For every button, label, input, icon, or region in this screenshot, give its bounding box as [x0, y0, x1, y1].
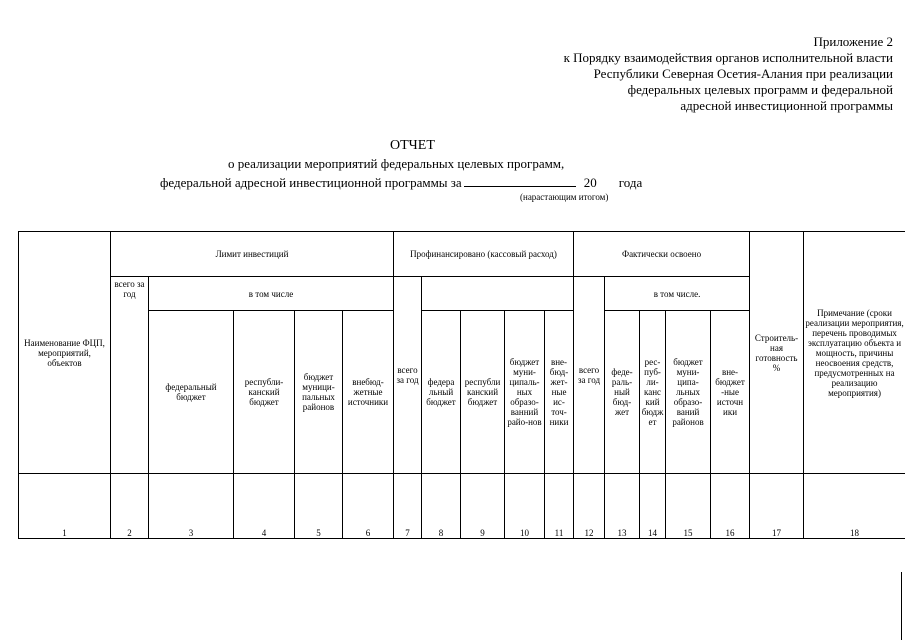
header-limit-fed: федеральный бюджет — [148, 310, 234, 474]
report-subtitle-line2: федеральной адресной инвестиционной прог… — [160, 174, 642, 191]
column-number: 18 — [803, 473, 905, 539]
header-act-rep: рес-пуб-ли-канс кий бюдж ет — [639, 310, 667, 474]
header-fin-ext: вне-бюд-жет-ные ис-точ-ники — [543, 310, 575, 474]
column-number: 9 — [460, 473, 505, 539]
header-name: Наименование ФЦП, мероприятий, объектов — [18, 231, 111, 474]
header-limit-rep: республи-канский бюджет — [233, 310, 295, 474]
header-fin-rep: республи канский бюджет — [460, 310, 505, 474]
header-limit: Лимит инвестиций — [110, 231, 394, 277]
subtitle-prefix: федеральной адресной инвестиционной прог… — [160, 175, 462, 190]
column-number: 2 — [110, 473, 149, 539]
column-number: 17 — [749, 473, 805, 539]
header-note: Примечание (сроки реализации мероприятия… — [803, 231, 905, 474]
header-fin-incl — [420, 276, 575, 311]
appendix-line: к Порядку взаимодействия органов исполни… — [563, 50, 893, 65]
report-table: Наименование ФЦП, мероприятий, объектов … — [18, 231, 905, 539]
header-limit-total: всего за год — [110, 276, 149, 474]
header-act-incl: в том числе. — [604, 276, 751, 311]
column-number: 13 — [604, 473, 641, 539]
year-prefix: 20 — [583, 175, 597, 190]
header-fin-fed: федера льный бюджет — [421, 310, 461, 474]
column-number: 14 — [639, 473, 667, 539]
header-readiness: Строитель-ная готовность % — [749, 231, 805, 474]
page-edge-line — [901, 572, 902, 640]
period-blank-field — [463, 174, 576, 187]
header-fin-total: всего за год — [393, 276, 422, 474]
column-number: 6 — [342, 473, 394, 539]
column-number: 8 — [421, 473, 461, 539]
column-number: 15 — [665, 473, 712, 539]
header-limit-ext: внебюд-жетные источники — [342, 310, 394, 474]
appendix-line: адресной инвестиционной программы — [680, 98, 893, 113]
appendix-line: Республики Северная Осетия-Алания при ре… — [593, 66, 893, 81]
column-number: 10 — [504, 473, 545, 539]
header-act-fed: феде-раль-ный бюд-жет — [604, 310, 641, 474]
column-number: 5 — [294, 473, 343, 539]
header-financed: Профинансировано (кассовый расход) — [392, 231, 575, 277]
year-suffix: года — [618, 175, 643, 190]
appendix-line: Приложение 2 — [813, 34, 893, 49]
column-number: 4 — [233, 473, 295, 539]
column-number: 3 — [148, 473, 234, 539]
report-subtitle-line1: о реализации мероприятий федеральных цел… — [228, 156, 565, 171]
appendix-line: федеральных целевых программ и федеральн… — [627, 82, 893, 97]
column-number: 1 — [18, 473, 111, 539]
header-actual: Фактически освоено — [573, 231, 751, 277]
column-number: 11 — [543, 473, 575, 539]
cumulative-note: (нарастающим итогом) — [520, 192, 609, 202]
header-fin-mun: бюджет муни-ципаль-ных образо-ванний рай… — [504, 310, 545, 474]
header-act-total: всего за год — [573, 276, 606, 474]
appendix-block: Приложение 2 к Порядку взаимодействия ор… — [564, 34, 893, 114]
column-number: 7 — [393, 473, 422, 539]
column-number: 12 — [573, 473, 606, 539]
header-limit-mun: бюджет муници-пальных районов — [294, 310, 343, 474]
header-limit-incl: в том числе — [148, 276, 394, 311]
header-act-mun: бюджет муни-ципа-льных образо-ваний райо… — [665, 310, 712, 474]
header-act-ext: вне-бюджет -ные источн ики — [710, 310, 751, 474]
report-title: ОТЧЕТ — [390, 138, 435, 153]
column-number: 16 — [710, 473, 751, 539]
